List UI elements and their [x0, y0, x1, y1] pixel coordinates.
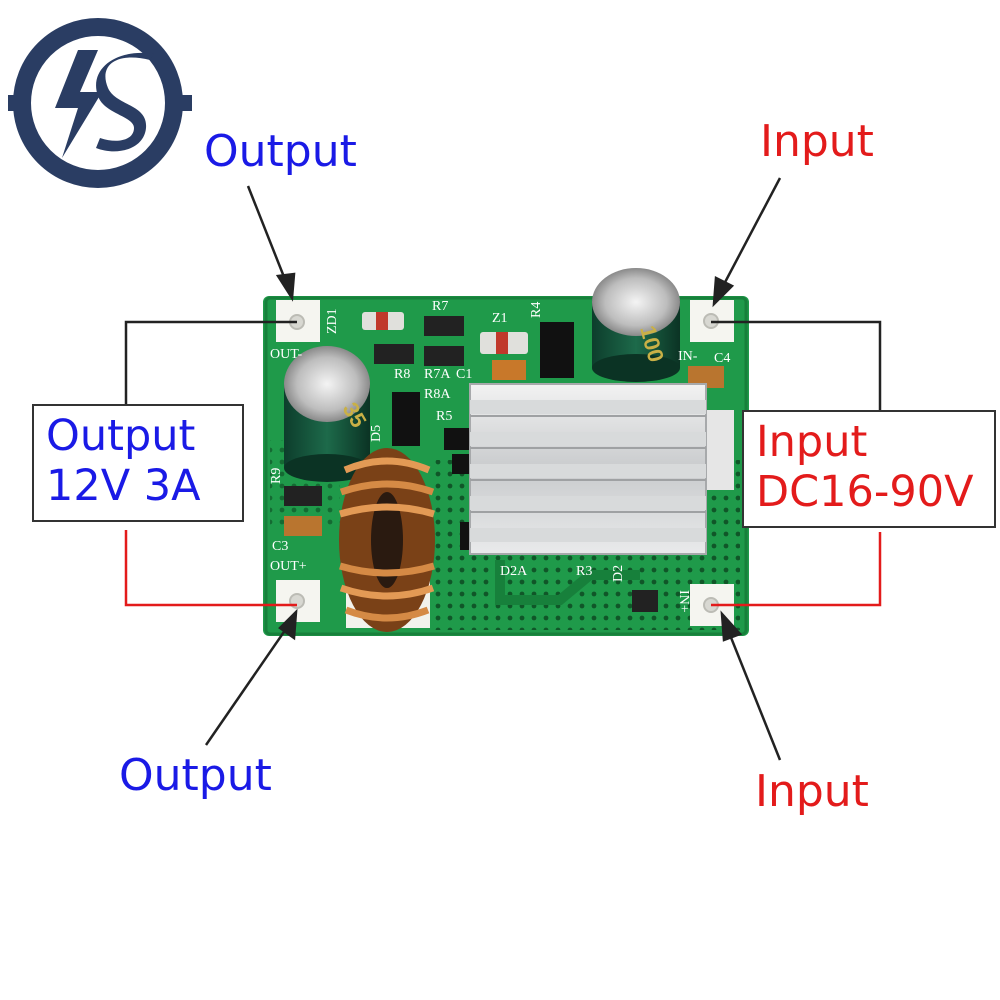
silk-in-minus: IN- [678, 349, 698, 364]
input-spec-value: DC16-90V [756, 466, 974, 517]
silk-r5: R5 [436, 409, 452, 424]
silk-r7a: R7A [424, 367, 451, 382]
output-spec-title: Output [46, 411, 196, 461]
silk-d2a: D2A [500, 564, 528, 579]
silk-d5: D5 [369, 425, 384, 442]
output-label-top: Output [204, 126, 357, 177]
silk-r8a: R8A [424, 387, 451, 402]
silk-z1: Z1 [492, 311, 508, 326]
input-spec-box: Input DC16-90V [742, 410, 996, 528]
silk-d2: D2 [611, 565, 626, 582]
silk-r9: R9 [269, 468, 284, 484]
silk-r3: R3 [576, 564, 592, 579]
output-spec-box: Output 12V 3A [32, 404, 244, 522]
silk-out-plus: OUT+ [270, 559, 307, 574]
output-label-bottom: Output [119, 750, 272, 801]
silk-c1: C1 [456, 367, 472, 382]
input-label-top: Input [760, 116, 874, 167]
silk-r7: R7 [432, 299, 448, 314]
silk-c4: C4 [714, 351, 730, 366]
output-spec-value: 12V 3A [46, 460, 201, 511]
wiring [124, 320, 882, 607]
callout-arrows [204, 177, 782, 761]
silk-zd1: ZD1 [325, 308, 340, 334]
pcb-silkscreen: ZD1 R7 Z1 R4 OUT- IN- C4 R8 R7A C1 R8A R… [269, 299, 730, 613]
silk-r4: R4 [529, 302, 544, 318]
pcb-board: 35 100 [263, 268, 749, 636]
silk-r8: R8 [394, 367, 410, 382]
silk-in-plus: IN+ [676, 590, 691, 613]
silk-c3: C3 [272, 539, 288, 554]
silk-out-minus: OUT- [270, 347, 302, 362]
lightning-s-logo-icon [8, 18, 192, 188]
input-spec-title: Input [756, 417, 868, 467]
input-label-bottom: Input [755, 766, 869, 817]
